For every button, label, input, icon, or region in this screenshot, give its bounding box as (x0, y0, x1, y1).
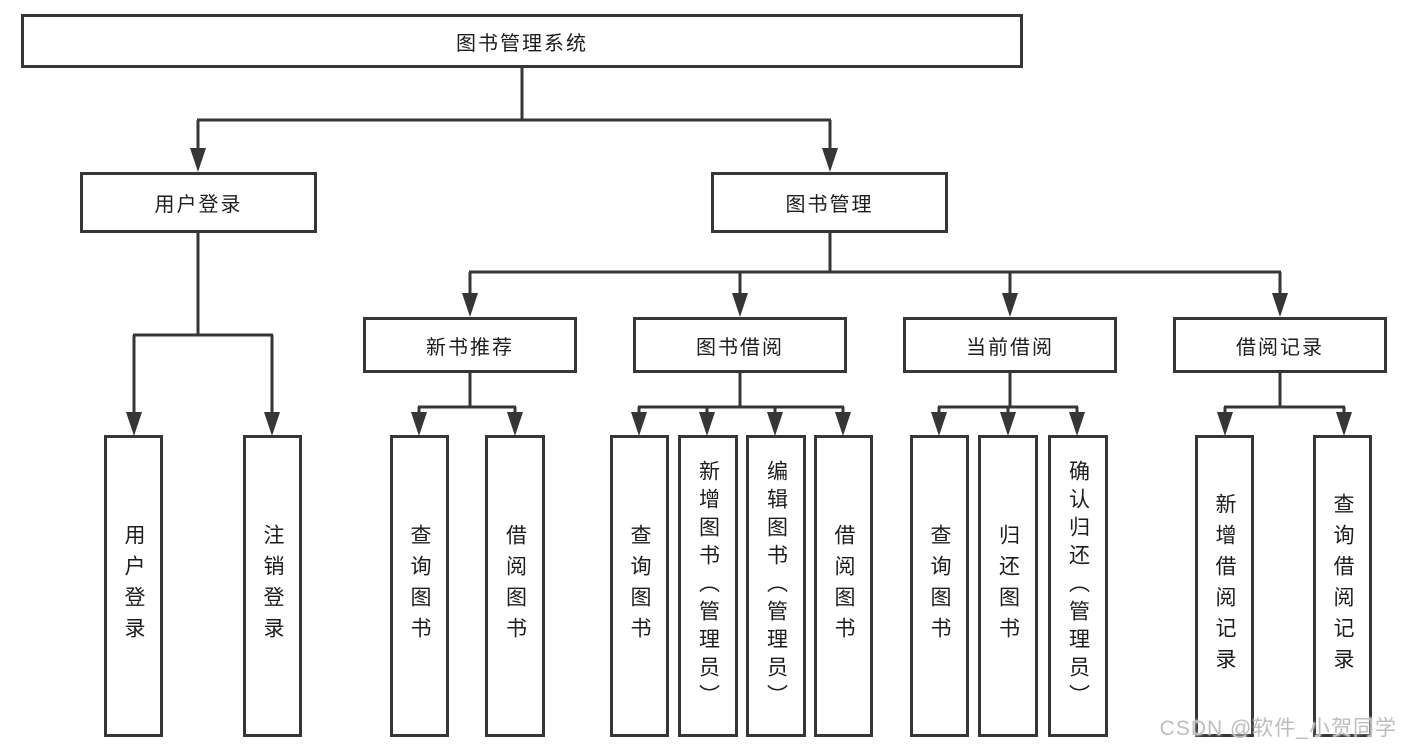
leaf-confirm-return-admin: 确认归还（管理员） (1048, 435, 1108, 737)
node-book-management: 图书管理 (711, 172, 948, 233)
node-book-borrow: 图书借阅 (633, 317, 847, 373)
leaf-query-books-2: 查询图书 (610, 435, 669, 737)
node-current-borrow: 当前借阅 (903, 317, 1117, 373)
leaf-user-login: 用户登录 (104, 435, 163, 737)
leaf-query-books-1: 查询图书 (390, 435, 449, 737)
leaf-add-books-admin: 新增图书（管理员） (678, 435, 738, 737)
leaf-edit-books-admin: 编辑图书（管理员） (746, 435, 806, 737)
leaf-add-borrow-record: 新增借阅记录 (1195, 435, 1254, 737)
leaf-borrow-books-1: 借阅图书 (485, 435, 545, 737)
node-library-management-system: 图书管理系统 (21, 14, 1023, 68)
leaf-query-borrow-record: 查询借阅记录 (1313, 435, 1372, 737)
leaf-logout: 注销登录 (243, 435, 302, 737)
watermark-text: CSDN @软件_小贺同学 (1159, 717, 1397, 740)
node-borrow-records: 借阅记录 (1173, 317, 1387, 373)
leaf-query-books-3: 查询图书 (910, 435, 969, 737)
node-new-book-recommend: 新书推荐 (363, 317, 577, 373)
node-user-login: 用户登录 (80, 172, 317, 233)
leaf-return-books: 归还图书 (978, 435, 1038, 737)
leaf-borrow-books-2: 借阅图书 (814, 435, 873, 737)
